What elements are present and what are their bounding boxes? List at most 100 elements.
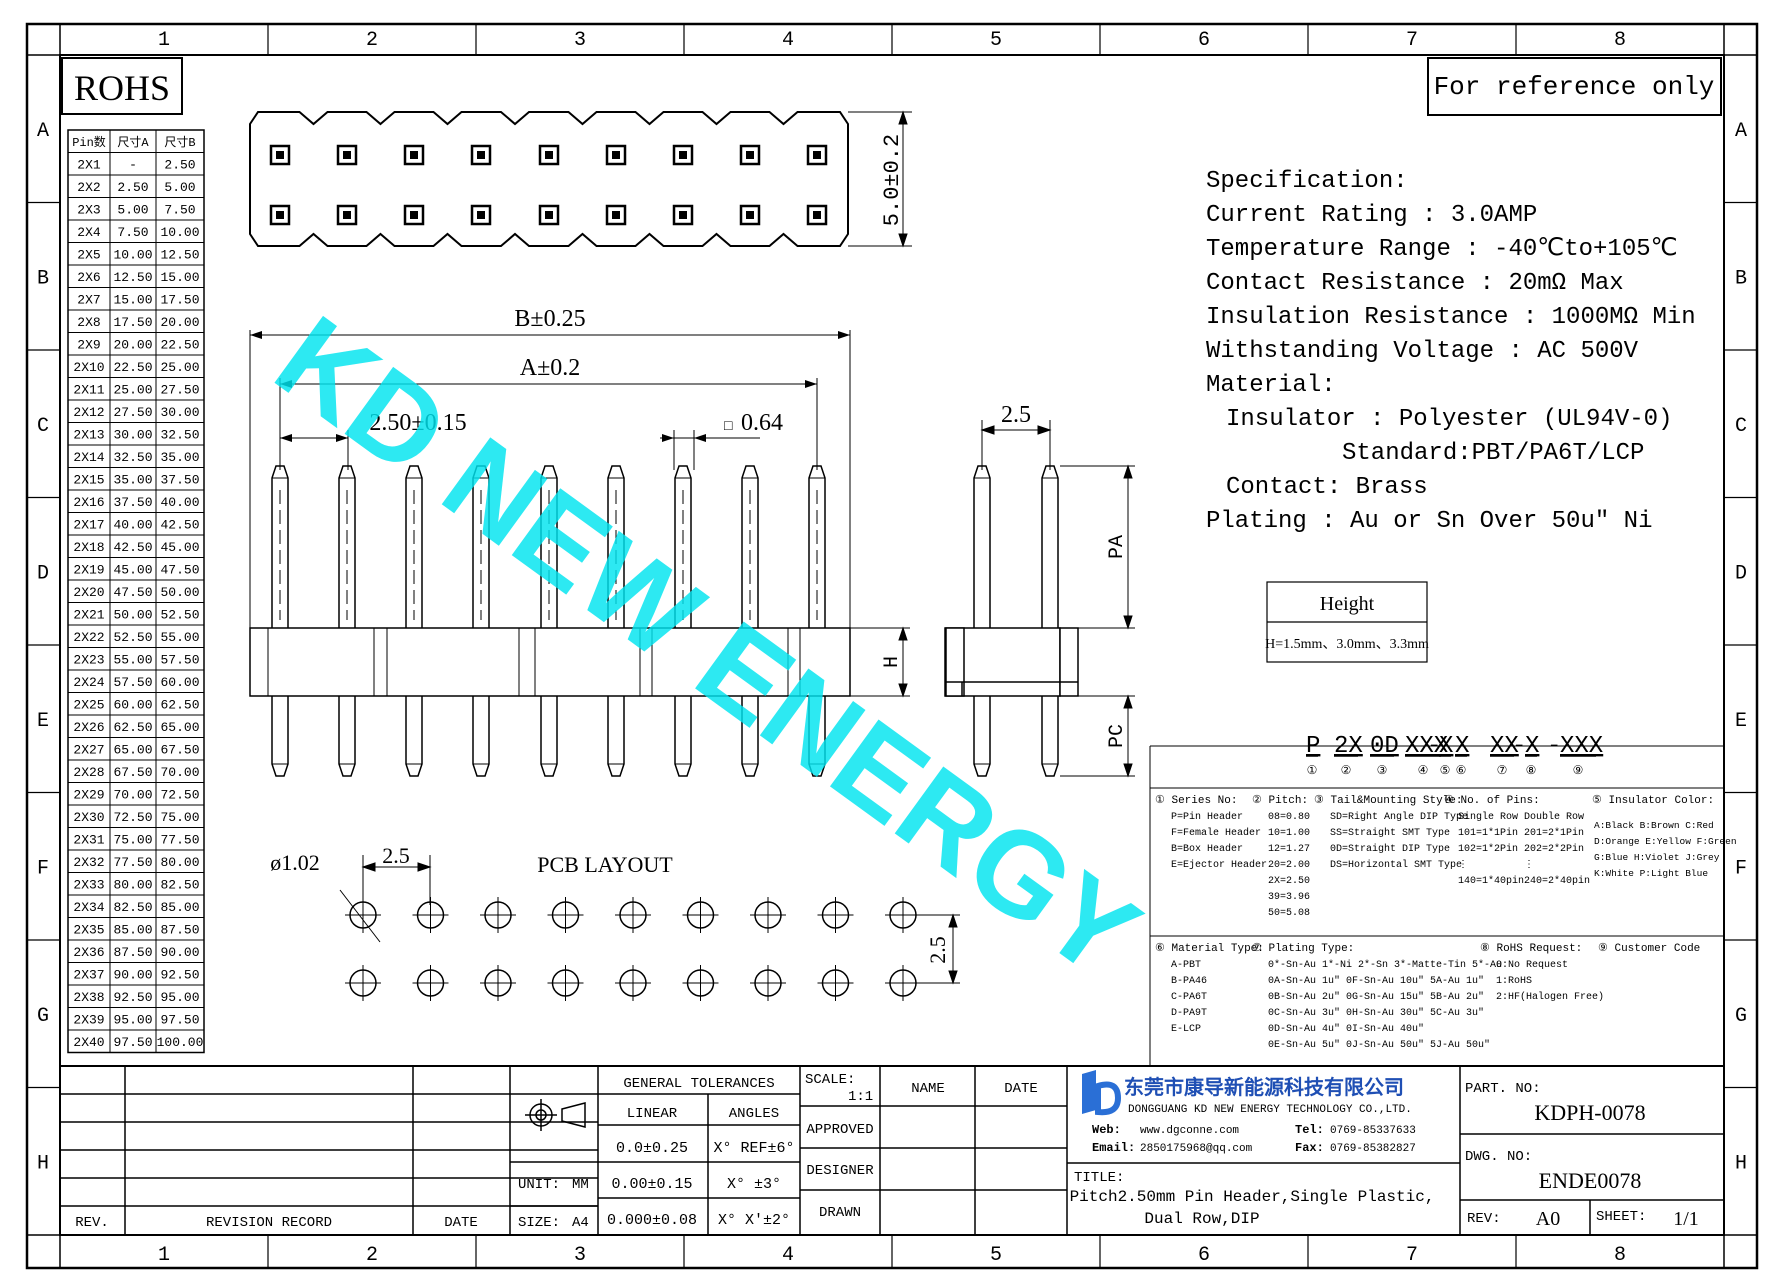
pin-table-cell: 2X28 (73, 765, 104, 780)
dim-hole-diameter-label: ø1.02 (270, 850, 320, 875)
frame-col-label: 2 (366, 29, 378, 52)
part-code-dash: - (1547, 733, 1561, 760)
spec-line: Contact Resistance : 20mΩ Max (1206, 270, 1624, 297)
pin-table-cell: 27.50 (113, 405, 152, 420)
frame-row-label: C (37, 415, 49, 438)
top-pin-outer (605, 144, 627, 166)
legend-item: 2X=2.50 (1268, 876, 1310, 887)
pin-table-cell: 80.00 (160, 855, 199, 870)
pin-table-cell: 5.00 (164, 180, 195, 195)
pin-table-cell: 85.00 (113, 923, 152, 938)
front-pin-lower (472, 696, 490, 777)
pin-table-cell: 22.50 (113, 360, 152, 375)
frame-row-label: D (1735, 562, 1747, 585)
pin-table-cell: 57.50 (113, 675, 152, 690)
sheet-value: 1/1 (1673, 1208, 1699, 1230)
pin-table-cell: 37.50 (160, 473, 199, 488)
pin-table-cell: 10.00 (113, 248, 152, 263)
pin-table-cell: 30.00 (160, 405, 199, 420)
pin-table-cell: 2X24 (73, 675, 104, 690)
legend-title: ⑤ Insulator Color: (1592, 794, 1714, 807)
pin-table-cell: 2X26 (73, 720, 104, 735)
frame-row-label: H (1735, 1152, 1747, 1175)
pin-table-cell: 2X3 (77, 203, 100, 218)
legend-title: ② Pitch: (1252, 794, 1308, 807)
part-code-circle: ⑧ (1526, 764, 1537, 778)
spec-line: Contact: Brass (1226, 474, 1428, 501)
legend-item: 102=1*2Pin (1458, 843, 1518, 855)
pin-table-cell: 70.00 (113, 788, 152, 803)
legend-item: SS=Straight SMT Type (1330, 827, 1450, 839)
pin-table-cell: 97.50 (113, 1035, 152, 1050)
rohs-box (61, 57, 183, 115)
pin-table-cell: 82.50 (113, 900, 152, 915)
tol-linear-3: 0.000±0.08 (607, 1212, 697, 1229)
legend-item: B-PA46 (1171, 976, 1207, 987)
legend-item: ⋮ (1524, 860, 1534, 871)
legend-title: ⑦ Plating Type: (1252, 942, 1354, 955)
top-pin-outer (470, 204, 492, 226)
legend-item: 0B-Sn-Au 2u" 0G-Sn-Au 15u" 5B-Au 2u" (1268, 991, 1484, 1003)
pin-table-cell: 50.00 (113, 608, 152, 623)
part-code-circle: ⑦ (1497, 764, 1508, 778)
unit-label: UNIT: (518, 1177, 560, 1193)
front-pin-upper (472, 465, 490, 628)
dwg-no-label: DWG. NO: (1465, 1149, 1532, 1165)
spec-line: Insulation Resistance : 1000MΩ Min (1206, 304, 1696, 331)
dim-pcb-pitch-x-label: 2.5 (382, 843, 410, 868)
pin-table-cell: 2X34 (73, 900, 104, 915)
pin-table-cell: 25.00 (113, 383, 152, 398)
legend-title: ⑥ Material Type: (1155, 942, 1264, 955)
pin-table-cell: 55.00 (113, 653, 152, 668)
pin-table-cell: 2X25 (73, 698, 104, 713)
frame-col-label: 4 (782, 1244, 794, 1267)
pin-table-cell: 2X1 (77, 158, 101, 173)
pin-table-cell: 2X14 (73, 450, 104, 465)
side-pin-lower (973, 696, 991, 777)
pin-table-cell: 7.50 (117, 225, 148, 240)
linear-label: LINEAR (627, 1106, 678, 1122)
pin-table-cell: 2X40 (73, 1035, 104, 1050)
top-pin-outer (538, 144, 560, 166)
pin-table-cell: 2X11 (73, 383, 104, 398)
front-pin-upper (405, 465, 423, 628)
pin-table-cell: 37.50 (113, 495, 152, 510)
top-pin-outer (806, 144, 828, 166)
top-pin-inner (813, 211, 821, 219)
pin-table-header: 尺寸A (117, 135, 149, 150)
front-pin-upper (540, 465, 558, 628)
pin-table-cell: 80.00 (113, 878, 152, 893)
pin-table-cell: 87.50 (113, 945, 152, 960)
company-cn: 东莞市康导新能源科技有限公司 (1124, 1075, 1404, 1101)
pin-table-cell: 2X20 (73, 585, 104, 600)
legend-item: 0D=Straight DIP Type (1330, 843, 1450, 855)
pin-table-cell: 62.50 (113, 720, 152, 735)
top-pin-outer (336, 144, 358, 166)
pin-table-cell: 2X37 (73, 968, 104, 983)
frame-row-label: D (37, 562, 49, 585)
pin-table-cell: 85.00 (160, 900, 199, 915)
frame-col-label: 5 (990, 1244, 1002, 1267)
front-pin-upper (674, 465, 692, 628)
pin-table-cell: 2X5 (77, 248, 100, 263)
part-code-dash: - (1427, 733, 1441, 760)
pin-table-cell: 45.00 (160, 540, 199, 555)
pin-table-cell: 20.00 (160, 315, 199, 330)
pin-table-cell: 77.50 (113, 855, 152, 870)
tol-linear-2: 0.00±0.15 (611, 1176, 692, 1193)
pin-table-cell: 2X27 (73, 743, 104, 758)
pin-table-cell: 2X2 (77, 180, 100, 195)
legend-item: G:Blue H:Violet J:Grey (1594, 852, 1720, 863)
legend-item: 0D-Sn-Au 4u" 0I-Sn-Au 40u" (1268, 1023, 1424, 1035)
part-code-segment: P (1306, 733, 1320, 760)
top-pin-outer (403, 144, 425, 166)
rohs-label: ROHS (74, 68, 170, 108)
legend-item: Single Row (1458, 811, 1518, 823)
pin-table-cell: 35.00 (113, 473, 152, 488)
pin-table-cell: 32.50 (113, 450, 152, 465)
pin-table-cell: 2X6 (77, 270, 100, 285)
front-pin-lower (271, 696, 289, 777)
legend-item: 20=2.00 (1268, 860, 1310, 871)
